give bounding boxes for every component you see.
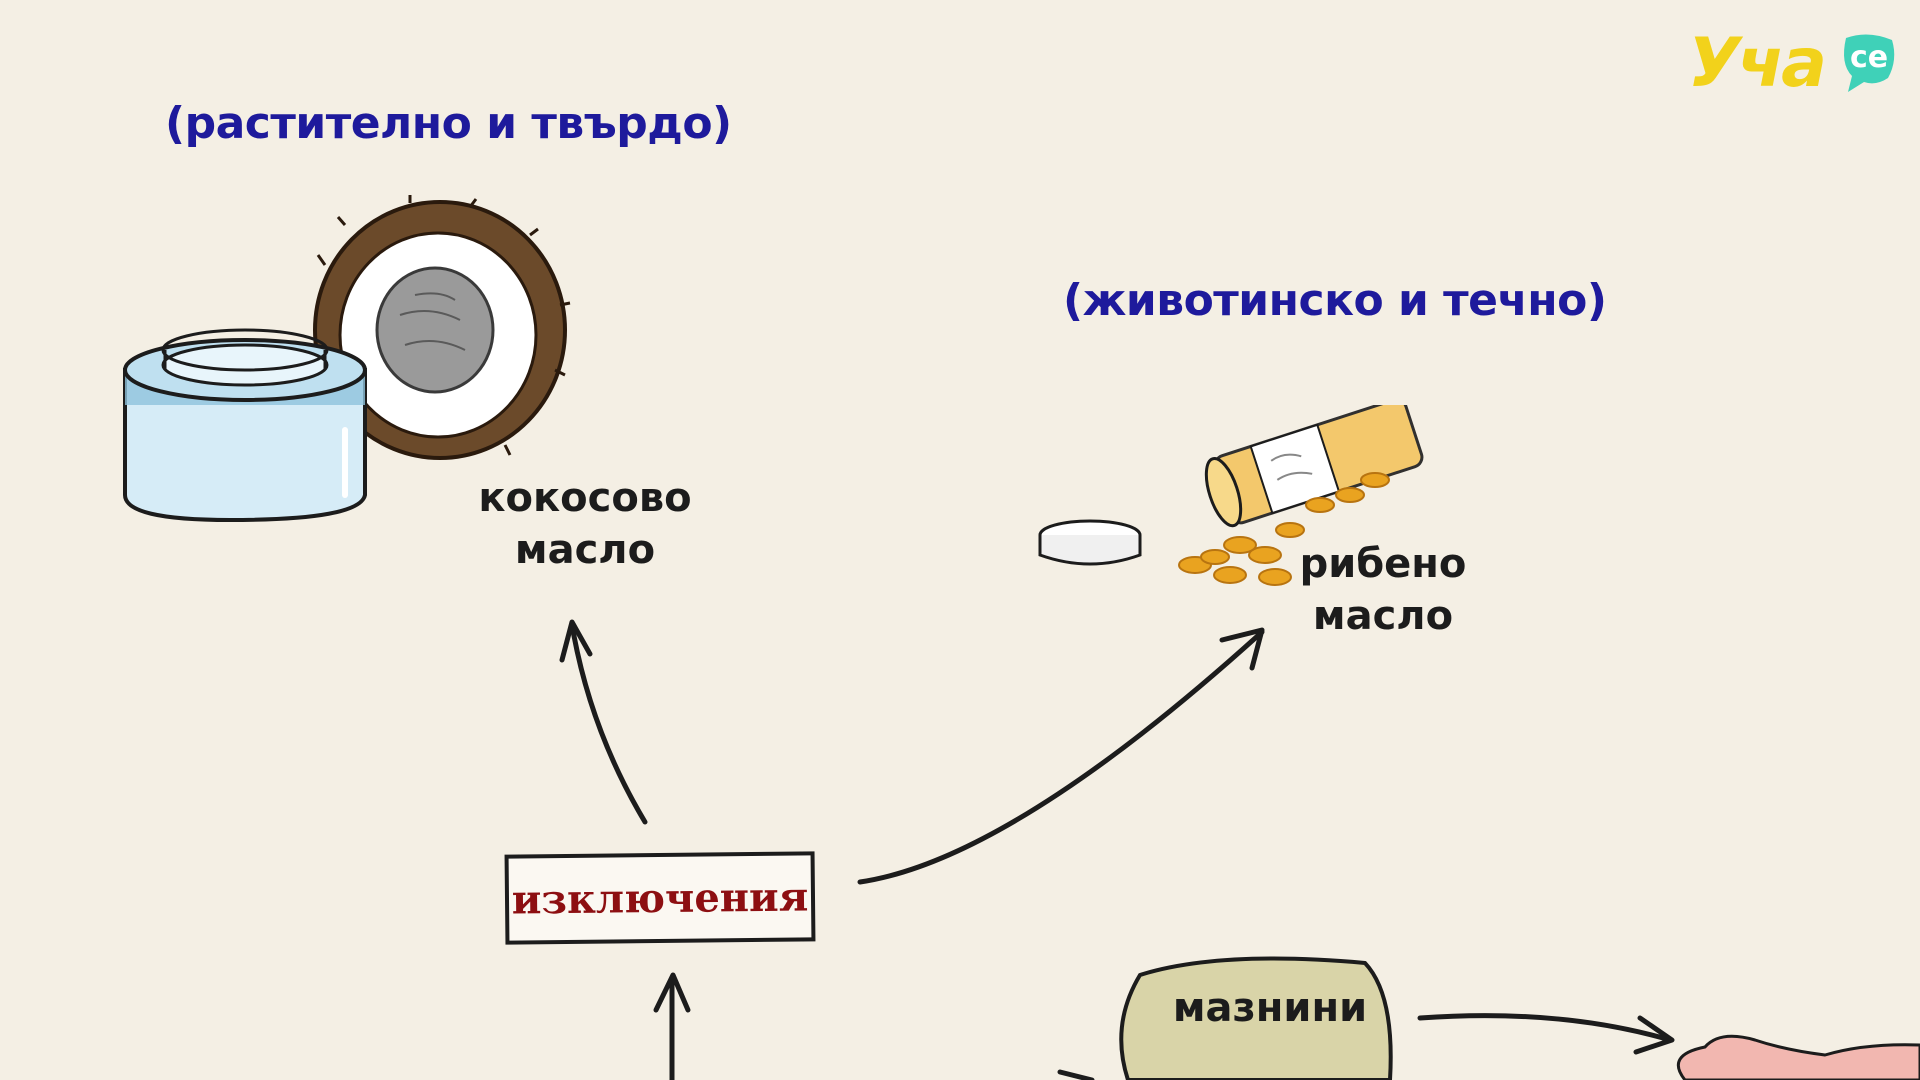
fats-label: мазнини <box>1172 985 1368 1031</box>
arrow-to-fats <box>1057 1069 1095 1080</box>
arrow-to-fish-oil <box>857 629 1265 885</box>
arrow-to-right <box>1417 1013 1673 1043</box>
logo-badge-icon <box>1844 34 1895 92</box>
arrow-to-coconut-oil-head <box>559 619 593 663</box>
arrow-to-exceptions-head <box>653 972 691 1013</box>
coconut-oil-label-line2: масло <box>514 527 656 573</box>
exceptions-box: изключения <box>504 851 816 945</box>
note-animal-liquid: (животинско и течно) <box>1063 275 1607 326</box>
fish-oil-capsules-icon <box>1038 405 1424 586</box>
arrow-to-fish-oil-head <box>1219 627 1265 671</box>
fish-oil-label: рибено масло <box>1268 538 1498 642</box>
fish-oil-label-line1: рибено <box>1299 541 1467 587</box>
arrow-to-coconut-oil <box>569 622 648 825</box>
coconut-oil-label-line1: кокосово <box>478 475 692 521</box>
coconut-oil-jar-icon <box>123 195 571 523</box>
logo-badge-text: ce <box>1850 40 1889 75</box>
coconut-oil-label: кокосово масло <box>470 472 700 576</box>
note-plant-solid: (растително и твърдо) <box>165 98 732 149</box>
fats-blob-shape <box>1119 956 1393 1080</box>
logo-word: Уча <box>1688 24 1827 103</box>
fish-oil-label-line2: масло <box>1312 593 1454 639</box>
ucha-se-logo: Уча ce <box>1688 24 1898 114</box>
arrow-to-right-head <box>1633 1015 1675 1055</box>
pink-blob-shape <box>1676 1034 1920 1080</box>
